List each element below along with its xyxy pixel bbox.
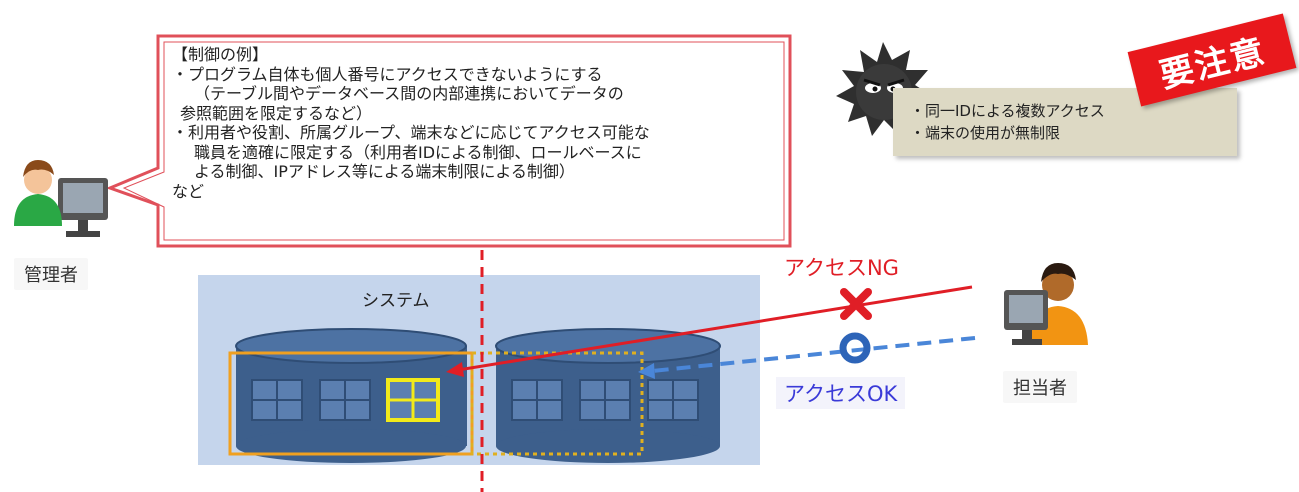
callout-line: ・利用者や役割、所属グループ、端末などに応じてアクセス可能な (172, 123, 650, 142)
callout-title: 【制御の例】 (172, 45, 269, 64)
callout-line: 職員を適確に限定する（利用者IDによる制御、ロールベースに (194, 142, 642, 162)
staff-person-icon (1004, 263, 1088, 345)
system-label: システム (362, 291, 430, 311)
ng-arrow (457, 285, 973, 372)
staff-label: 担当者 (1003, 371, 1077, 403)
admin-label: 管理者 (14, 258, 88, 290)
warning-item: ・端末の使用が無制限 (910, 124, 1061, 142)
warning-item: ・同一IDによる複数アクセス (910, 102, 1105, 120)
control-examples-text: 【制御の例】 ・プログラム自体も個人番号にアクセスできないようにする （テーブル… (172, 45, 782, 201)
access-ok-label: アクセスOK (776, 377, 906, 409)
callout-line: ・プログラム自体も個人番号にアクセスできないようにする (172, 64, 603, 84)
callout-line: （テーブル間やデータベース間の内部連携においてデータの (194, 84, 624, 103)
admin-person-icon (14, 160, 108, 237)
callout-line: など (172, 181, 205, 201)
warning-text: ・同一IDによる複数アクセス ・端末の使用が無制限 (910, 100, 1105, 144)
ng-cross-mark (840, 288, 872, 320)
callout-line: 参照範囲を限定するなど） (180, 103, 373, 123)
callout-bubble (105, 34, 792, 248)
database-left (235, 328, 467, 463)
warning-box (893, 88, 1237, 156)
ok-arrow (651, 336, 976, 373)
access-ng-label: アクセスNG (784, 256, 899, 280)
callout-line: よる制御、IPアドレス等による端末制限による制御） (194, 162, 575, 181)
database-right (495, 328, 721, 463)
ok-circle-mark (839, 332, 871, 364)
access-scope-frame-dotted (470, 351, 644, 456)
